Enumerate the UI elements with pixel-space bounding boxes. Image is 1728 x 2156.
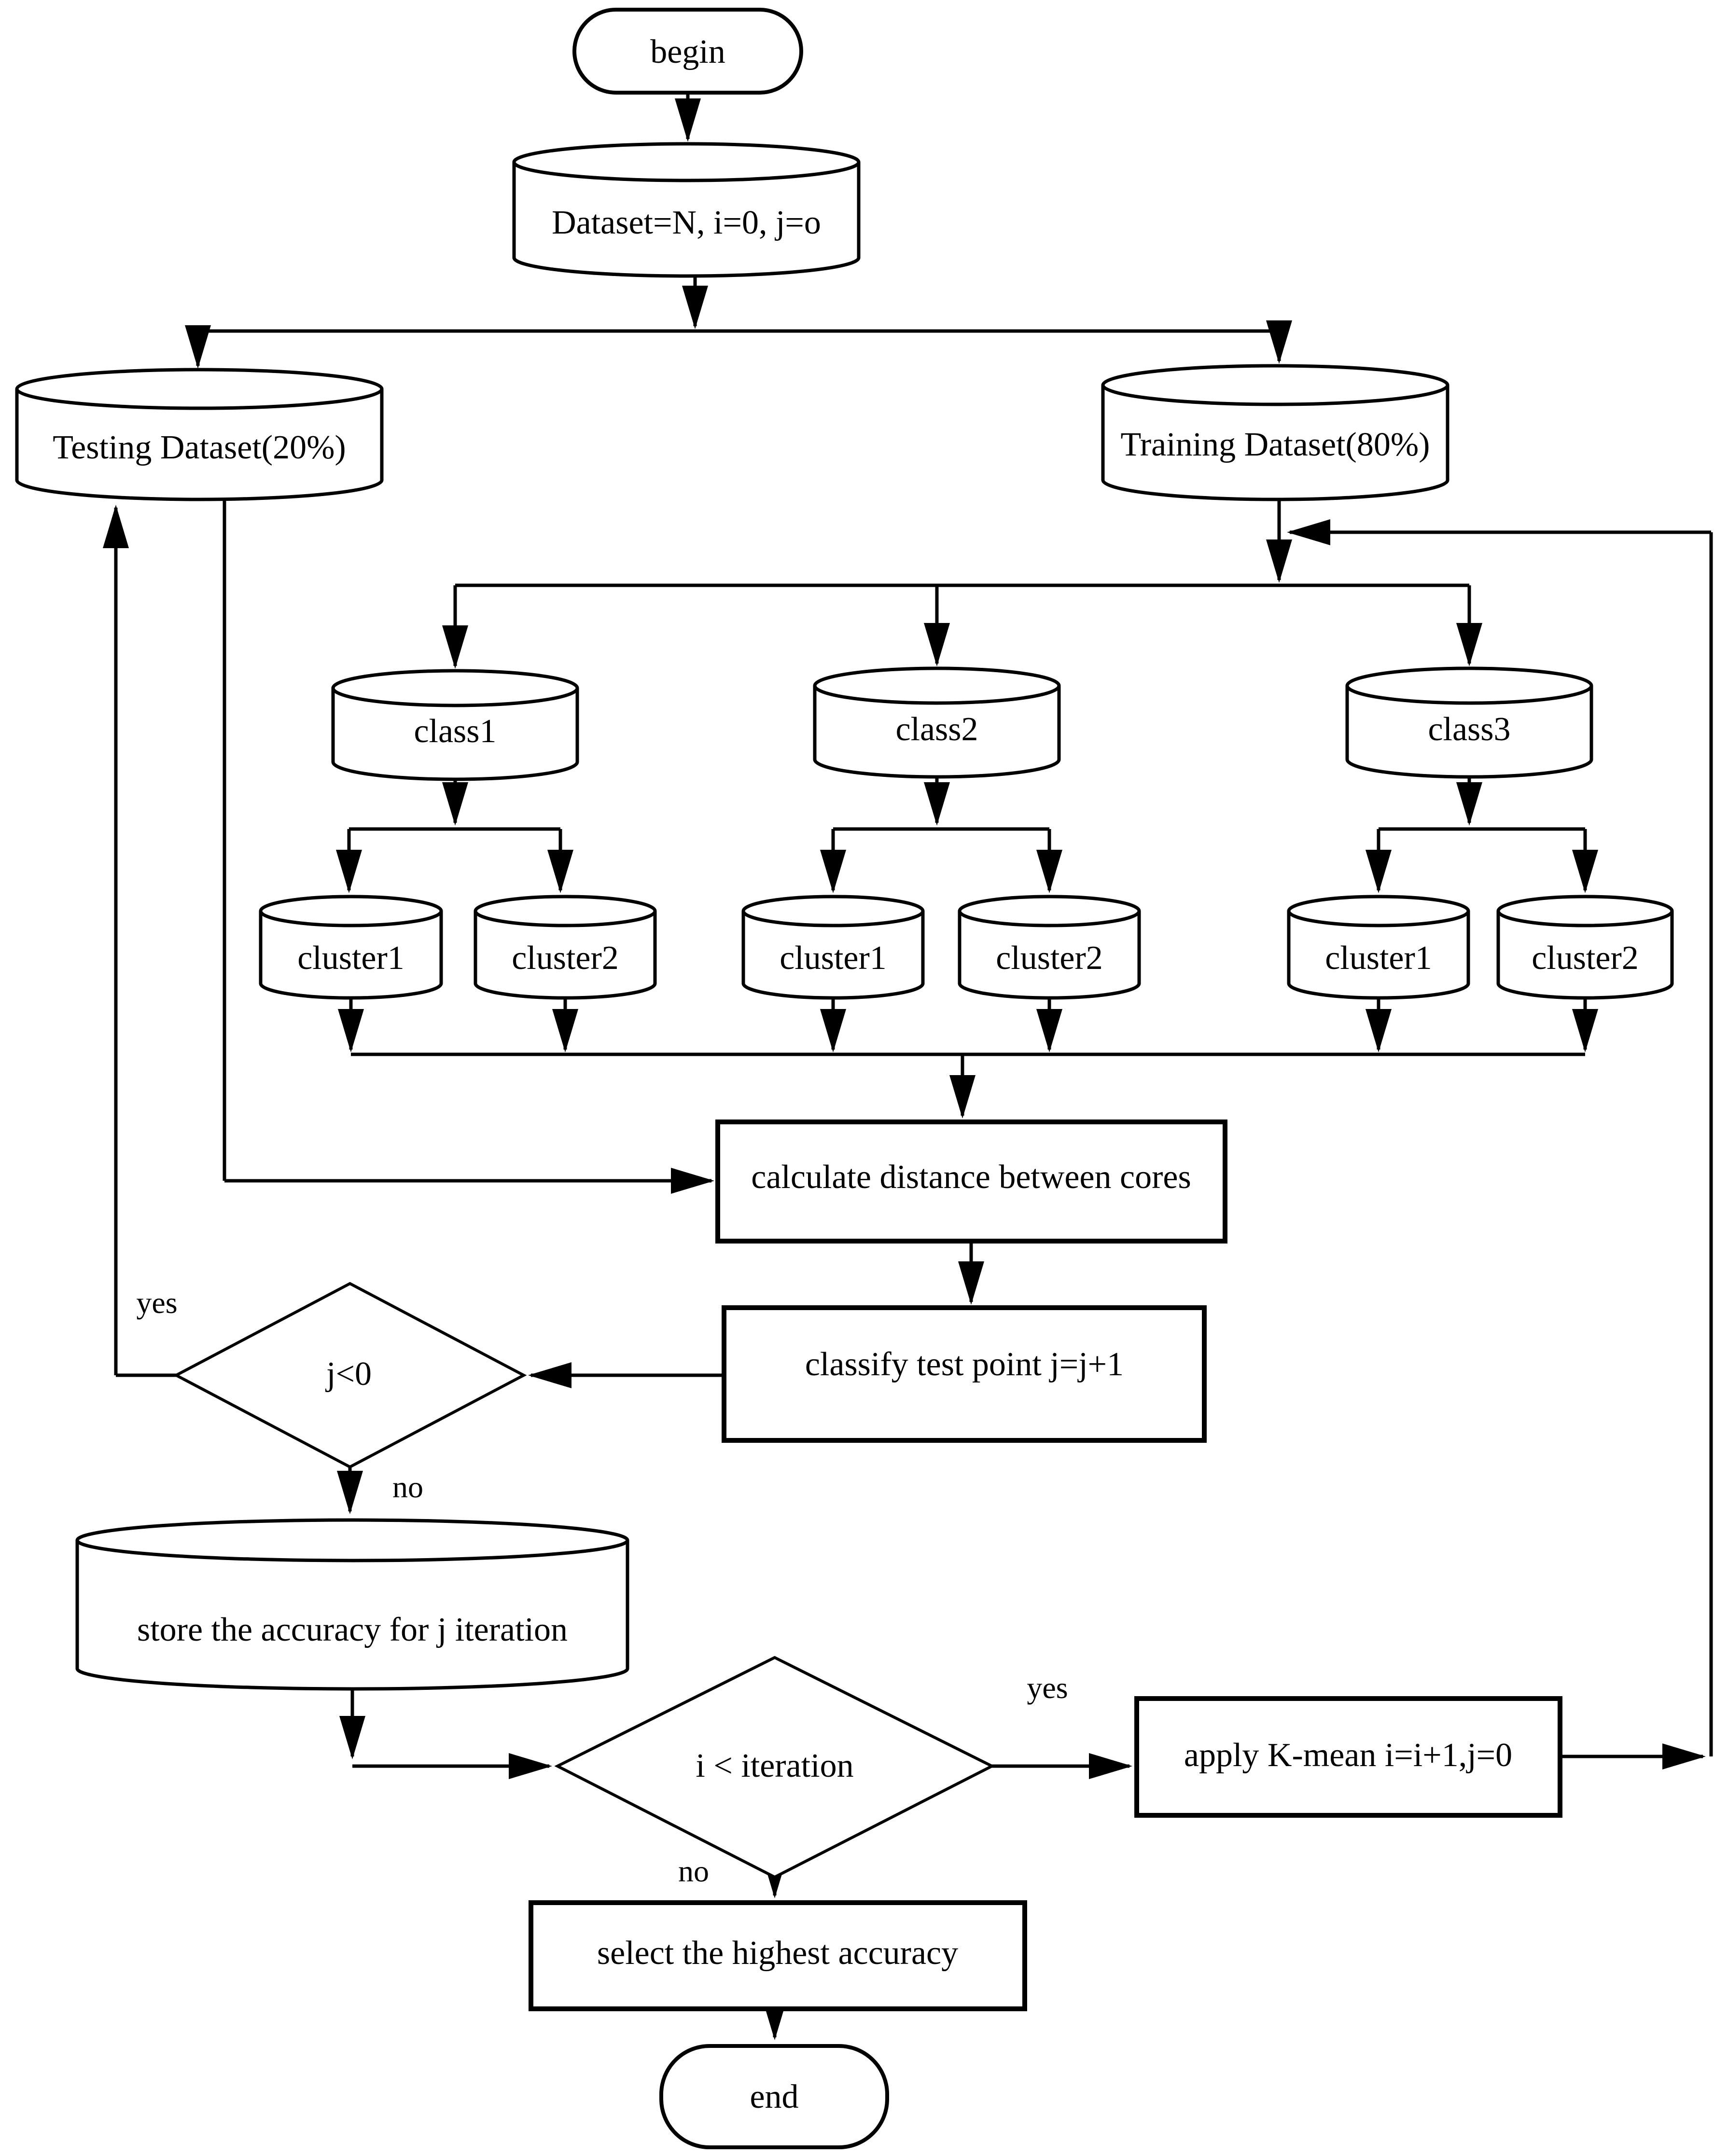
cluster-1-1-label: cluster1 [297, 940, 404, 977]
cluster-3-1-body [1287, 911, 1470, 1000]
cluster-2-2-top [958, 895, 1141, 927]
cluster-2-1-body [741, 911, 925, 1000]
begin-terminator-shape [572, 8, 803, 95]
cluster-3-1-cylinder-shape [1287, 895, 1470, 1000]
store-label: store the accuracy for j iteration [137, 1611, 568, 1648]
cluster-1-1-cylinder-shape [259, 895, 443, 1000]
j-decision-diamond-shape [173, 1282, 527, 1469]
end-label: end [750, 2078, 799, 2115]
class1-label: class1 [414, 713, 497, 750]
class1-cylinder-body [331, 688, 579, 781]
end-terminator-shape [659, 2044, 889, 2149]
cluster-1-2-label: cluster2 [512, 940, 619, 977]
testing-cylinder-shape [15, 368, 384, 501]
cluster-2-1-cylinder-shape [741, 895, 925, 1000]
calculate-process-shape [715, 1119, 1227, 1244]
store-cylinder-body [75, 1540, 629, 1691]
cluster-3-1-label: cluster1 [1325, 940, 1432, 977]
store-cylinder-top [75, 1518, 629, 1562]
j-no-edge-label: no [392, 1470, 423, 1504]
class2-cylinder-top [813, 666, 1061, 705]
cluster-2-2-label: cluster2 [996, 940, 1103, 977]
begin-label: begin [650, 33, 725, 70]
class1-cylinder-shape [331, 669, 579, 781]
class3-cylinder-shape [1345, 666, 1593, 779]
cluster-3-2-label: cluster2 [1532, 940, 1639, 977]
dataset-cylinder-body [512, 162, 861, 278]
cluster-2-2-cylinder-shape [958, 895, 1141, 1000]
training-cylinder-top [1101, 364, 1449, 406]
select-label: select the highest accuracy [597, 1935, 959, 1972]
cluster-3-2-top [1496, 895, 1674, 927]
dataset-cylinder-shape [512, 142, 861, 278]
i-decision-label: i < iteration [696, 1747, 854, 1784]
dataset-label: Dataset=N, i=0, j=o [552, 204, 821, 241]
testing-cylinder-body [15, 389, 384, 501]
cluster-1-1-body [259, 911, 443, 1000]
classify-label: classify test point j=j+1 [805, 1346, 1124, 1383]
calculate-label: calculate distance between cores [751, 1159, 1191, 1196]
class3-cylinder-body [1345, 686, 1593, 779]
apply-process-shape [1134, 1696, 1562, 1818]
class1-cylinder-top [331, 669, 579, 707]
i-yes-edge-label: yes [1027, 1671, 1068, 1705]
cluster-2-1-label: cluster1 [780, 940, 887, 977]
select-process-shape [529, 1900, 1027, 2011]
cluster-1-2-cylinder-shape [474, 895, 657, 1000]
cluster-1-1-top [259, 895, 443, 927]
class3-label: class3 [1428, 711, 1511, 748]
class2-cylinder-shape [813, 666, 1061, 779]
class3-cylinder-top [1345, 666, 1593, 705]
training-cylinder-shape [1101, 364, 1449, 501]
cluster-2-2-body [958, 911, 1141, 1000]
dataset-cylinder-top [512, 142, 861, 182]
classify-process-shape [722, 1305, 1207, 1443]
testing-label: Testing Dataset(20%) [53, 429, 346, 466]
j-yes-edge-label: yes [136, 1285, 178, 1320]
testing-cylinder-top [15, 368, 384, 410]
i-decision-diamond-shape [554, 1656, 995, 1879]
training-label: Training Dataset(80%) [1120, 426, 1430, 463]
class2-label: class2 [895, 711, 978, 748]
store-cylinder-shape [75, 1518, 629, 1691]
class2-cylinder-body [813, 686, 1061, 779]
cluster-3-1-top [1287, 895, 1470, 927]
i-no-edge-label: no [678, 1854, 709, 1888]
cluster-3-2-body [1496, 911, 1674, 1000]
cluster-3-2-cylinder-shape [1496, 895, 1674, 1000]
connectors [103, 93, 1713, 2040]
cluster-2-1-top [741, 895, 925, 927]
apply-label: apply K-mean i=i+1,j=0 [1184, 1737, 1513, 1774]
training-cylinder-body [1101, 385, 1449, 501]
cluster-1-2-top [474, 895, 657, 927]
j-decision-label: j<0 [326, 1355, 372, 1393]
cluster-1-2-body [474, 911, 657, 1000]
